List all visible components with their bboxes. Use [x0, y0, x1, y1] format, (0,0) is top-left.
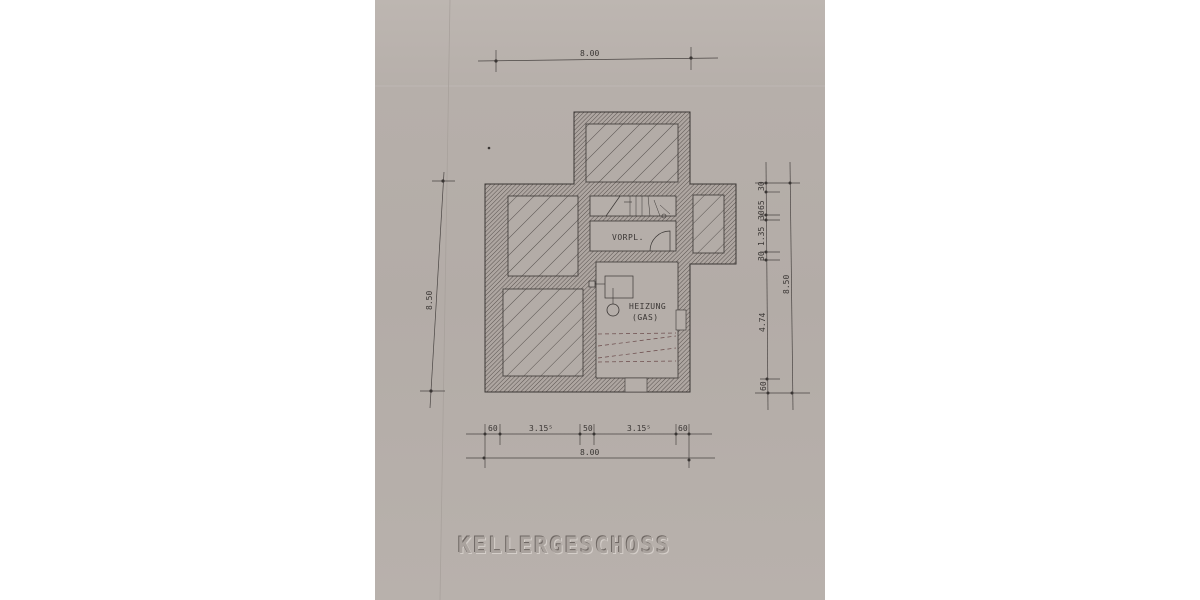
- heating-room: HEIZUNG (GAS): [588, 261, 687, 393]
- dim-right-seg-4: 1.35: [757, 227, 766, 246]
- room-left-lower: [502, 288, 584, 377]
- label-vestibule: VORPL.: [612, 233, 644, 242]
- boiler-icon: [604, 275, 634, 299]
- dimension-right: 30 65 30 1.35 30 4.74 60 8.50: [755, 161, 810, 411]
- dimension-top: 8.00: [477, 47, 719, 72]
- dim-right-seg-6: 4.74: [758, 313, 767, 332]
- door-swing-icon: [649, 230, 671, 252]
- label-heating-2: (GAS): [632, 313, 659, 322]
- dim-right-seg-5: 30: [757, 251, 766, 261]
- dim-right-seg-2: 65: [757, 200, 766, 210]
- dim-right-seg-7: 60: [759, 381, 768, 391]
- drawing-title: KELLERGESCHOSS: [458, 534, 672, 559]
- dim-bottom-overall: 8.00: [580, 448, 599, 457]
- staircase: [589, 195, 677, 219]
- dim-bottom-seg-3: 50: [583, 424, 593, 433]
- dimension-left: 8.50: [420, 171, 455, 409]
- label-heating-1: HEIZUNG: [629, 302, 666, 311]
- storage-rooms: [502, 123, 725, 377]
- vestibule: VORPL.: [589, 220, 677, 252]
- paper-fold: [375, 85, 825, 87]
- dim-top-label: 8.00: [580, 49, 599, 58]
- paper-crease: [439, 0, 451, 600]
- dim-right-overall: 8.50: [782, 275, 791, 294]
- dim-bottom-seg-4: 3.15⁵: [627, 424, 651, 433]
- room-top: [585, 123, 679, 183]
- light-well-icon: [624, 377, 648, 393]
- dim-right-seg-1: 30: [757, 181, 766, 191]
- dim-bottom-seg-5: 60: [678, 424, 688, 433]
- gas-tank-icon: [606, 303, 620, 317]
- dim-bottom-seg-2: 3.15⁵: [529, 424, 553, 433]
- dim-left-label: 8.50: [425, 291, 434, 310]
- dimension-bottom: 60 3.15⁵ 50 3.15⁵ 60 8.00: [466, 424, 715, 468]
- ink-speck: [487, 146, 491, 150]
- room-right: [692, 194, 725, 254]
- chimney-icon: [588, 280, 596, 288]
- dim-right-seg-3: 30: [757, 210, 766, 220]
- room-left-upper: [507, 195, 579, 277]
- window-icon: [675, 309, 687, 331]
- dim-bottom-seg-1: 60: [488, 424, 498, 433]
